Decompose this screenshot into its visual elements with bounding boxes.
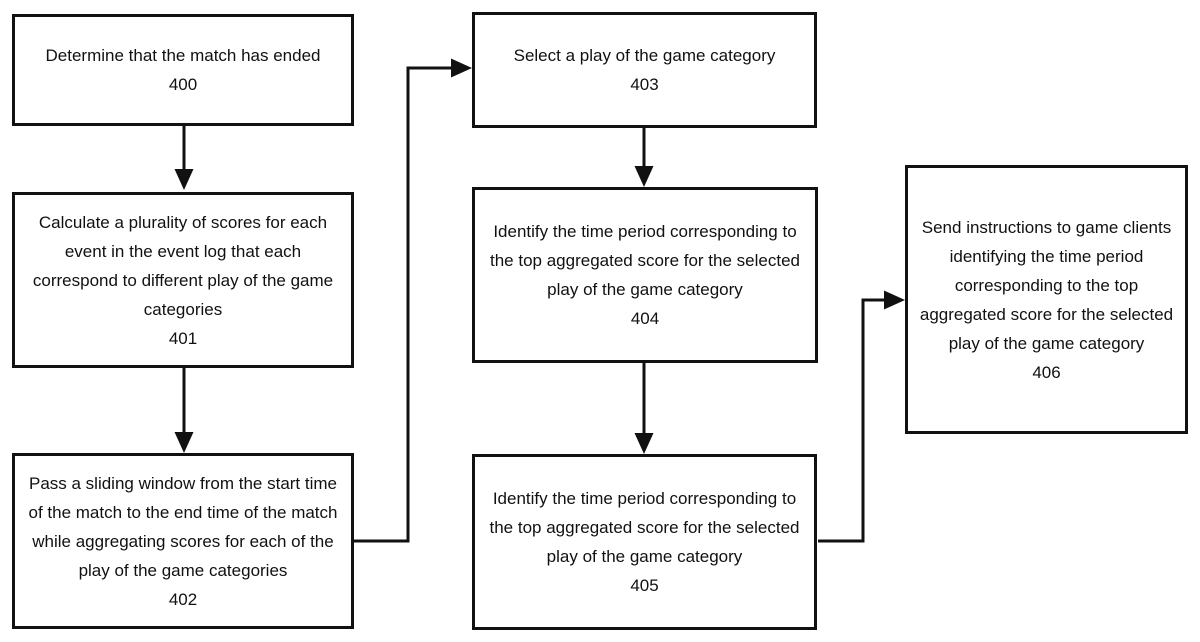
flow-box-404-text: Identify the time period corresponding t… <box>490 222 800 299</box>
flow-box-404-number: 404 <box>630 309 660 328</box>
flow-box-403: Select a play of the game category 403 <box>472 12 817 128</box>
flow-box-402: Pass a sliding window from the start tim… <box>12 453 354 629</box>
flow-box-403-number: 403 <box>630 75 659 94</box>
flow-box-401: Calculate a plurality of scores for each… <box>12 192 354 368</box>
flow-box-400: Determine that the match has ended 400 <box>12 14 354 126</box>
arrow-402-to-403 <box>354 58 472 543</box>
flow-box-406: Send instructions to game clients identi… <box>905 165 1188 434</box>
flow-box-406-text: Send instructions to game clients identi… <box>919 217 1174 353</box>
flow-box-400-text: Determine that the match has ended <box>45 46 321 65</box>
arrow-404-to-405 <box>634 363 654 454</box>
flow-box-402-number: 402 <box>168 589 198 609</box>
flow-box-404: Identify the time period corresponding t… <box>472 187 818 363</box>
arrow-401-to-402 <box>174 368 194 453</box>
arrow-403-to-404 <box>634 128 654 187</box>
flow-box-405-text: Identify the time period corresponding t… <box>489 489 800 566</box>
flow-box-406-number: 406 <box>1032 362 1061 382</box>
arrow-405-to-406 <box>818 290 905 543</box>
flow-box-405: Identify the time period corresponding t… <box>472 454 817 630</box>
flow-box-400-number: 400 <box>168 75 198 94</box>
flow-box-405-number: 405 <box>630 576 659 595</box>
arrow-400-to-401 <box>174 126 194 190</box>
flow-box-402-text: Pass a sliding window from the start tim… <box>28 473 338 580</box>
flow-box-403-text: Select a play of the game category <box>513 46 776 65</box>
flow-box-401-number: 401 <box>168 328 198 348</box>
flow-box-401-text: Calculate a plurality of scores for each… <box>32 212 334 319</box>
